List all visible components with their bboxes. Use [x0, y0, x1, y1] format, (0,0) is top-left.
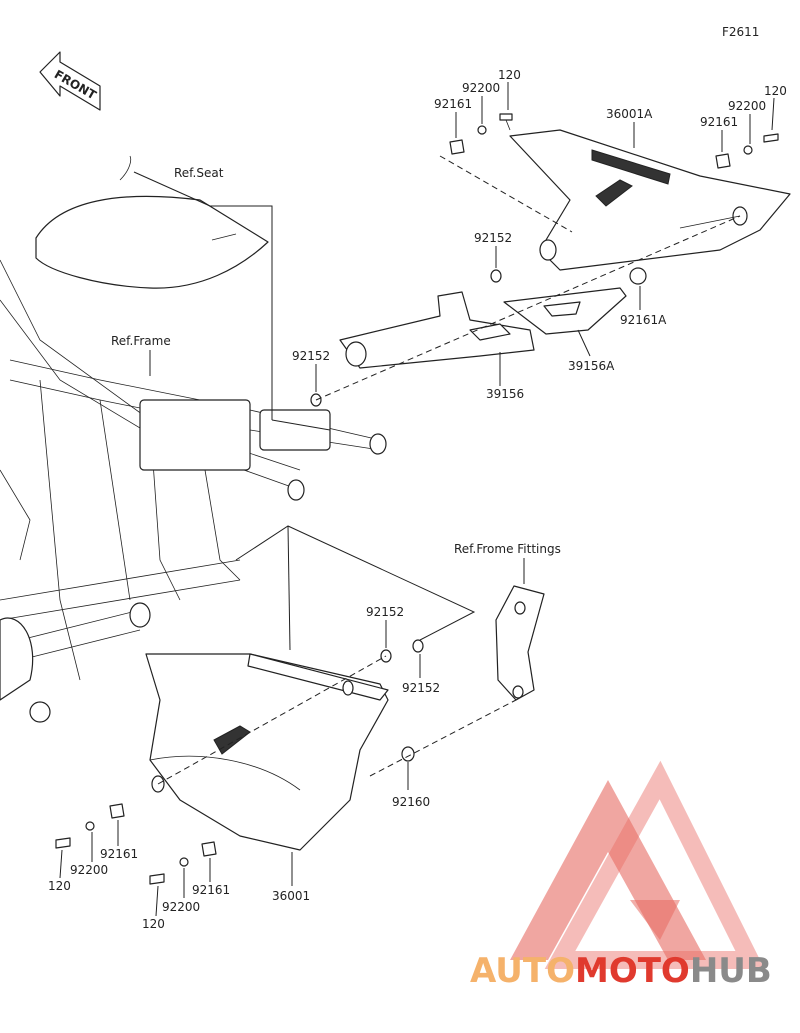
watermark-moto: MOTO	[575, 951, 690, 991]
seat-reference	[35, 155, 269, 289]
part-39156-label: 39156	[486, 387, 524, 401]
frame-fittings-reference	[495, 585, 545, 701]
figure-code: F2611	[722, 25, 759, 39]
automotohub-logo-watermark	[510, 760, 765, 969]
side-cover-36001	[145, 653, 389, 851]
part-92152-upper-label: 92152	[474, 231, 512, 245]
fastener-cluster-lower-left	[55, 803, 125, 849]
part-92161-lower-left-label: 92161	[100, 847, 138, 861]
collar-92152-lower-b	[412, 639, 424, 653]
fastener-cluster-upper-left	[449, 113, 513, 155]
ref-frame-fittings-label: Ref.Frome Fittings	[454, 542, 561, 556]
bracket-39156	[339, 291, 535, 369]
fastener-cluster-lower-right	[149, 841, 217, 885]
front-arrow-icon: FRONT	[39, 51, 101, 111]
grommet-92161A	[629, 267, 647, 285]
pad-39156A	[503, 287, 627, 335]
part-92200-upper-left-label: 92200	[462, 81, 500, 95]
collar-92160	[401, 746, 415, 762]
ref-frame-label: Ref.Frame	[111, 334, 171, 348]
part-120-upper-left-label: 120	[498, 68, 521, 82]
part-36001-label: 36001	[272, 889, 310, 903]
watermark-auto: AUTO	[470, 951, 575, 991]
part-120-upper-right-label: 120	[764, 84, 787, 98]
part-92161-lower-right-label: 92161	[192, 883, 230, 897]
fastener-cluster-upper-right	[715, 133, 779, 169]
part-92161-upper-right-label: 92161	[700, 115, 738, 129]
part-92200-lower-left-label: 92200	[70, 863, 108, 877]
watermark-hub: HUB	[690, 951, 772, 991]
part-120-lower-left-label: 120	[48, 879, 71, 893]
part-92161-upper-left-label: 92161	[434, 97, 472, 111]
frame-reference	[0, 259, 387, 723]
part-92161A-label: 92161A	[620, 313, 667, 327]
part-39156A-label: 39156A	[568, 359, 615, 373]
part-92152-lower-a-label: 92152	[366, 605, 404, 619]
part-92200-lower-right-label: 92200	[162, 900, 200, 914]
part-36001A-label: 36001A	[606, 107, 653, 121]
part-92200-upper-right-label: 92200	[728, 99, 766, 113]
collar-92152-upper	[490, 269, 502, 283]
part-92152-lower-b-label: 92152	[402, 681, 440, 695]
part-92160-label: 92160	[392, 795, 430, 809]
ref-seat-label: Ref.Seat	[174, 166, 224, 180]
part-92152-mid-label: 92152	[292, 349, 330, 363]
part-120-lower-right-label: 120	[142, 917, 165, 931]
watermark-text: AUTOMOTOHUB	[470, 951, 772, 991]
